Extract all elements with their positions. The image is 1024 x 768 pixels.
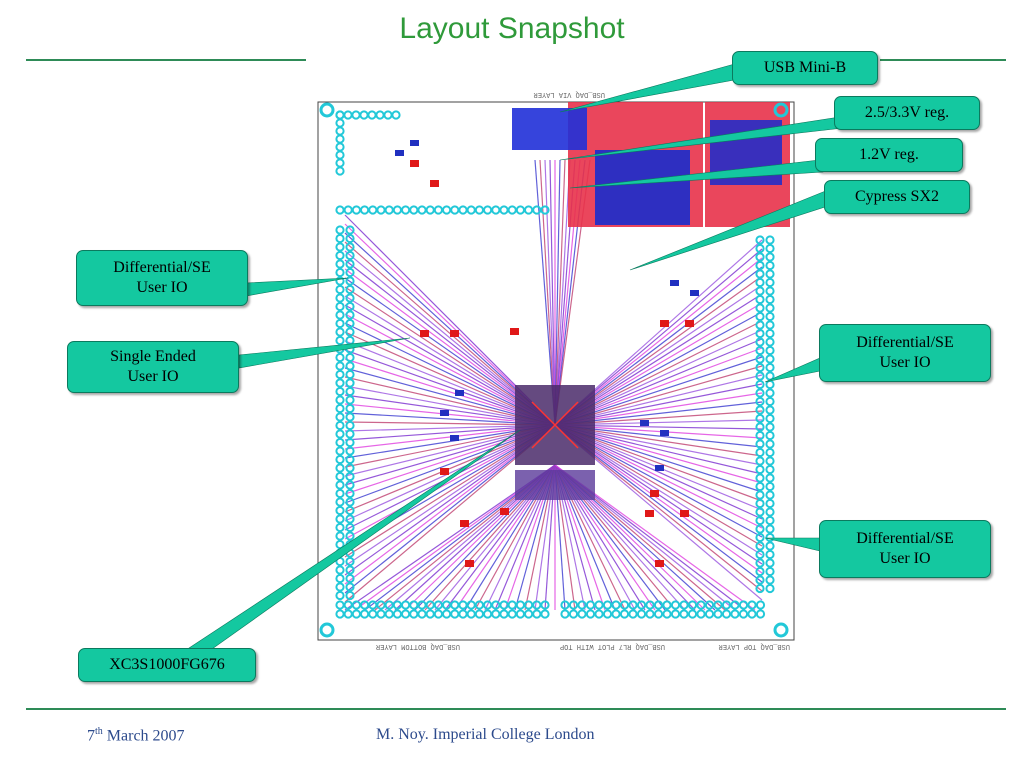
layer-label-bottom-center: USB_DAQ RL7 PLOT WITH TOP <box>560 642 665 650</box>
callout-usb-mini-b: USB Mini-B <box>732 51 878 85</box>
footer-date: 7th March 2007 <box>87 726 185 745</box>
callout-1-2v-reg: 1.2V reg. <box>815 138 963 172</box>
header-rule-right <box>880 59 1006 61</box>
header-rule <box>26 59 306 61</box>
pcb-layout-image: USB_DAQ VIA LAYER USB_DAQ BOTTOM LAYER U… <box>317 90 795 650</box>
slide-title: Layout Snapshot <box>399 12 625 45</box>
layer-label-top: USB_DAQ VIA LAYER <box>533 90 605 98</box>
callout-cypress-sx2: Cypress SX2 <box>824 180 970 214</box>
footer-author: M. Noy. Imperial College London <box>376 726 595 743</box>
callout-xc3s1000fg676: XC3S1000FG676 <box>78 648 256 682</box>
callout-differential-se-right-2: Differential/SE User IO <box>819 520 991 578</box>
layer-label-bottom-right: USB_DAQ TOP LAYER <box>718 642 790 650</box>
callout-differential-se-left: Differential/SE User IO <box>76 250 248 306</box>
callout-differential-se-right-1: Differential/SE User IO <box>819 324 991 382</box>
callout-single-ended: Single Ended User IO <box>67 341 239 393</box>
footer-rule <box>26 708 1006 710</box>
layer-label-bottom-left: USB_DAQ BOTTOM LAYER <box>375 642 460 650</box>
callout-2-5-3-3v-reg: 2.5/3.3V reg. <box>834 96 980 130</box>
